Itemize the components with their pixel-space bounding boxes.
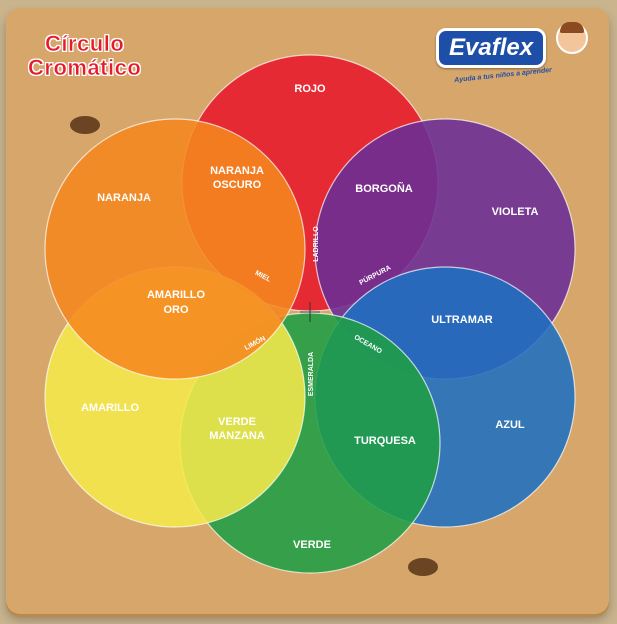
brand-logo: Evaflex Ayuda a tus niños a aprender [436, 22, 588, 88]
label-verde-manzana-1: VERDE [218, 416, 256, 428]
label-ladrillo: LADRILLO [313, 226, 320, 262]
label-azul: AZUL [495, 419, 525, 431]
brand-tagline: Ayuda a tus niños a aprender [453, 66, 553, 85]
label-verde-manzana-2: MANZANA [209, 430, 265, 442]
label-verde: VERDE [293, 539, 331, 551]
label-naranja-oscuro-2: OSCURO [213, 179, 262, 191]
label-rojo: ROJO [294, 83, 326, 95]
page-title: Círculo Cromático [28, 31, 142, 80]
peg-top-left [70, 116, 100, 134]
label-naranja: NARANJA [97, 192, 151, 204]
title-line-1: Círculo [45, 31, 125, 56]
label-esmeralda: ESMERALDA [308, 352, 315, 396]
brand-name: Evaflex [436, 28, 547, 68]
label-borgona: BORGOÑA [355, 182, 413, 195]
mix-label-group: NARANJA OSCURO BORGOÑA ULTRAMAR TURQUESA… [147, 165, 493, 447]
title-line-2: Cromático [28, 55, 142, 80]
label-amarillo-oro-2: ORO [163, 304, 189, 316]
label-violeta: VIOLETA [492, 206, 539, 218]
peg-bottom-right [408, 558, 438, 576]
label-ultramar: ULTRAMAR [431, 314, 493, 326]
label-amarillo-oro-1: AMARILLO [147, 289, 205, 301]
label-naranja-oscuro-1: NARANJA [210, 165, 264, 177]
petal-naranja[interactable] [44, 118, 306, 380]
label-amarillo: AMARILLO [81, 402, 139, 414]
center-mark [300, 302, 320, 322]
label-turquesa: TURQUESA [354, 435, 416, 447]
primary-label-group: ROJO VIOLETA AZUL VERDE AMARILLO NARANJA [81, 83, 539, 551]
petals [44, 54, 576, 574]
mascot-face-icon [556, 22, 588, 54]
